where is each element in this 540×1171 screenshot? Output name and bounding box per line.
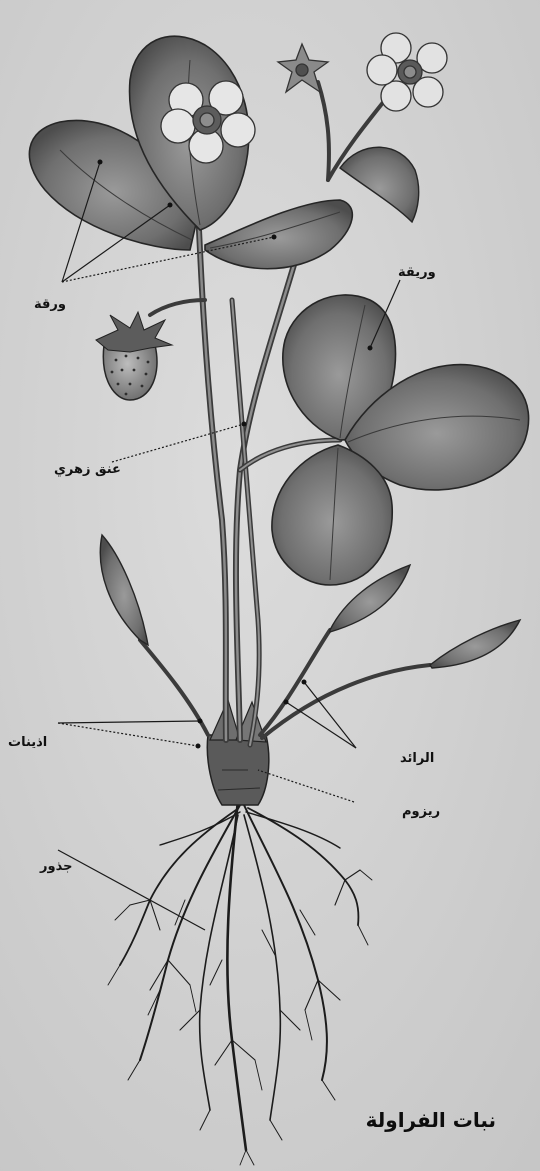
label-runner: الرائد [400,752,434,765]
label-rhizome: ريزوم [402,805,440,818]
label-leaf: ورقة [34,298,66,311]
diagram-title: نبات الفراولة [366,1108,496,1132]
label-stipules: اذينات [8,736,47,749]
label-flower-stalk: عنق زهري [54,463,121,476]
label-roots: جذور [40,860,72,873]
label-leaflet: وريقة [398,266,436,279]
